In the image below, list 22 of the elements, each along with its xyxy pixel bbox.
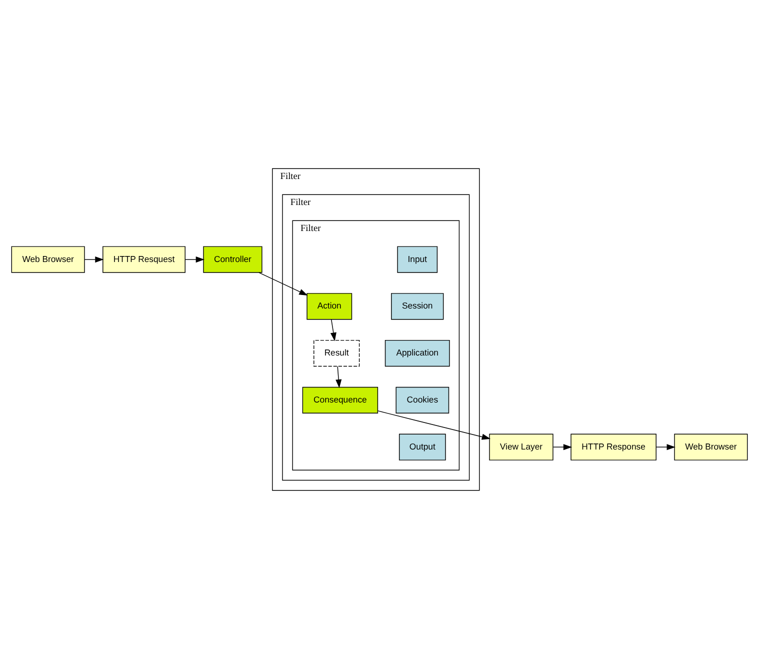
node-box: Input (397, 246, 438, 273)
arrow (377, 410, 491, 440)
node-box: Output (398, 434, 446, 460)
node-box: Web Browser (11, 246, 85, 273)
node-box: Web Browser (674, 434, 748, 460)
node-box: Consequence (302, 386, 378, 414)
arrow (330, 319, 336, 342)
arrow (552, 444, 572, 450)
node-box: Session (391, 293, 444, 320)
node-box: HTTP Response (570, 434, 656, 460)
node-box: Controller (203, 246, 262, 273)
node-box: Action (306, 293, 352, 320)
node-box: Application (384, 340, 450, 367)
node-box: View Layer (489, 434, 554, 460)
arrow (258, 272, 308, 296)
arrow (656, 444, 676, 450)
arrow (336, 366, 342, 388)
node-box: Cookies (396, 386, 450, 414)
arrow (84, 256, 104, 263)
arrow (184, 256, 204, 263)
node-box: HTTP Resquest (102, 246, 186, 273)
node-box: Result (314, 340, 360, 367)
